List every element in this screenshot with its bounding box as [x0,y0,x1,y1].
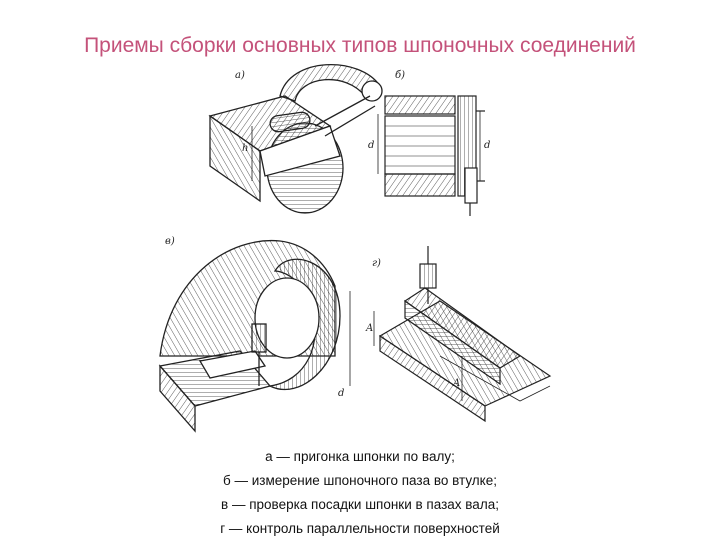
caption-line-v: в — проверка посадки шпонки в пазах вала… [221,497,499,512]
figure-caption: а — пригонка шпонки по валу; б — измерен… [150,445,570,541]
caption-line-g: г — контроль параллельности поверхностей [220,521,500,536]
panel-g-parallelism-check [373,246,552,423]
dim-label-a-h: h [242,143,248,154]
panel-a-shaft-fitting [208,63,383,214]
panel-label-g: г) [372,258,381,269]
dim-label-g-a1: A [365,323,373,334]
panel-v-key-fit-check [158,239,351,433]
page-title: Приемы сборки основных типов шпоночных с… [84,34,636,57]
caption-line-b: б — измерение шпоночного паза во втулке; [223,473,497,488]
caption-line-a: а — пригонка шпонки по валу; [265,449,455,464]
panel-label-v: в) [165,236,175,247]
dim-label-b-d1: d [368,140,374,151]
dim-label-b-d2: d [484,140,490,151]
dim-label-g-a2: A [452,378,460,389]
dim-label-v-d: d [338,388,344,399]
panel-label-b: б) [395,70,405,81]
panel-b-hub-measurement [377,95,485,216]
technical-illustration: а) h б) d d в) d [158,63,552,433]
panel-label-a: а) [235,70,245,81]
